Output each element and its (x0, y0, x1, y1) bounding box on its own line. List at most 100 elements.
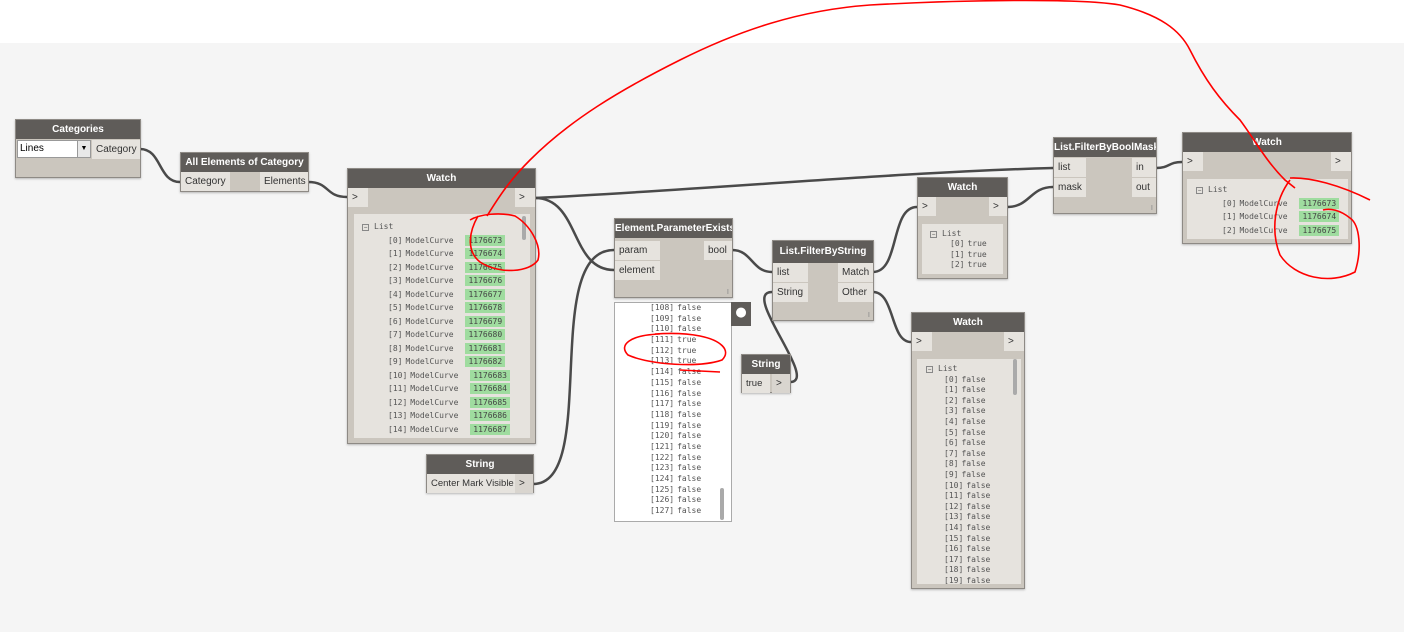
item-value: ModelCurve (405, 235, 454, 245)
output-port-bool[interactable]: bool (704, 241, 732, 260)
element-id-badge: 1176673 (465, 234, 506, 246)
item-value: false (677, 441, 702, 451)
input-port-mask[interactable]: mask (1054, 178, 1086, 197)
item-value: ModelCurve (1239, 212, 1288, 221)
item-value: ModelCurve (405, 343, 454, 353)
watch-node-match[interactable]: Watch > > −List [0]true[1]true[2]true (917, 177, 1008, 279)
collapse-icon[interactable]: − (1196, 187, 1203, 194)
input-port-param[interactable]: param (615, 241, 660, 260)
watch-preview[interactable]: −List [0]true[1]true[2]true (922, 224, 1003, 274)
item-index: [2] (388, 262, 403, 272)
item-value: false (966, 512, 991, 522)
list-item: [2]false (926, 396, 1021, 407)
item-index: [0] (950, 239, 965, 248)
output-port[interactable]: > (515, 474, 533, 493)
collapse-icon[interactable]: − (926, 366, 933, 373)
input-port-string[interactable]: String (773, 283, 808, 302)
item-value: true (967, 249, 987, 259)
resize-handle[interactable]: I (867, 311, 870, 319)
filter-by-bool-mask-node[interactable]: List.FilterByBoolMask list mask in out I (1053, 137, 1157, 214)
item-index: [122] (650, 452, 675, 462)
wire (872, 290, 912, 344)
list-item: [15]false (926, 534, 1021, 545)
list-item: [1]false (926, 385, 1021, 396)
output-port-other[interactable]: Other (838, 283, 873, 302)
item-value: false (677, 409, 702, 419)
element-id-badge: 1176673 (1299, 197, 1340, 209)
categories-node[interactable]: Categories Lines ▼ Category (15, 119, 141, 178)
input-port-list[interactable]: list (1054, 158, 1086, 177)
resize-handle[interactable]: I (1150, 204, 1153, 212)
item-value: false (966, 544, 991, 554)
output-port[interactable]: > (1004, 332, 1024, 351)
output-port[interactable]: > (515, 188, 535, 207)
string-node-true[interactable]: String true > (741, 354, 791, 393)
collapse-icon[interactable]: − (362, 224, 369, 231)
element-id-badge: 1176675 (1299, 224, 1340, 236)
item-index: [17] (944, 554, 964, 564)
list-item: [6]false (926, 438, 1021, 449)
item-index: [1] (1222, 212, 1237, 221)
watch-preview[interactable]: −List [0]false[1]false[2]false[3]false[4… (917, 359, 1021, 584)
item-index: [114] (650, 367, 675, 377)
output-port-category[interactable]: Category (92, 140, 140, 159)
output-port-in[interactable]: in (1132, 158, 1156, 177)
all-elements-of-category-node[interactable]: All Elements of Category Category Elemen… (180, 152, 309, 192)
node-title: Watch (1183, 133, 1351, 152)
input-port[interactable]: > (1183, 152, 1203, 171)
input-port-category[interactable]: Category (181, 172, 230, 191)
node-title: All Elements of Category (181, 153, 308, 172)
item-value: false (677, 324, 702, 334)
input-port[interactable]: > (918, 197, 936, 216)
output-port-elements[interactable]: Elements (260, 172, 308, 191)
input-port-list[interactable]: list (773, 263, 808, 282)
node-title: Watch (918, 178, 1007, 197)
node-title: Categories (16, 120, 140, 139)
node-title: Element.ParameterExists (615, 219, 732, 238)
scrollbar[interactable] (1013, 359, 1017, 395)
list-item: [17]false (926, 555, 1021, 566)
string-input[interactable]: true (742, 374, 770, 393)
item-index: [113] (650, 356, 675, 366)
node-title: String (427, 455, 533, 474)
element-id-badge: 1176687 (470, 423, 510, 435)
scrollbar[interactable] (522, 216, 526, 240)
element-id-badge: 1176675 (465, 261, 506, 273)
item-index: [8] (388, 343, 403, 353)
item-value: false (966, 501, 991, 511)
pin-icon[interactable]: ● (731, 302, 751, 326)
parameter-exists-node[interactable]: Element.ParameterExists param element bo… (614, 218, 733, 298)
filter-by-string-node[interactable]: List.FilterByString list String Match Ot… (772, 240, 874, 321)
string-node-param[interactable]: String Center Mark Visible > (426, 454, 534, 493)
item-value: ModelCurve (1239, 198, 1288, 208)
item-value: false (677, 431, 702, 441)
output-port[interactable]: > (1331, 152, 1351, 171)
resize-handle[interactable]: I (726, 288, 729, 296)
watch-node-other[interactable]: Watch > > −List [0]false[1]false[2]false… (911, 312, 1025, 589)
category-dropdown[interactable]: Lines ▼ (17, 140, 91, 158)
element-id-badge: 1176681 (465, 342, 506, 354)
output-port-out[interactable]: out (1132, 178, 1156, 197)
string-input[interactable]: Center Mark Visible (427, 474, 515, 493)
input-port[interactable]: > (912, 332, 932, 351)
scrollbar[interactable] (720, 488, 724, 520)
collapse-icon[interactable]: − (930, 231, 937, 238)
output-port[interactable]: > (772, 374, 790, 393)
list-item: [7]false (926, 449, 1021, 460)
preview-bubble[interactable]: [108]false[109]false[110]false[111]true[… (614, 302, 732, 522)
input-port[interactable]: > (348, 188, 368, 207)
input-port-element[interactable]: element (615, 261, 660, 280)
item-value: ModelCurve (405, 303, 454, 312)
item-index: [108] (650, 303, 675, 312)
chevron-down-icon[interactable]: ▼ (77, 141, 90, 157)
item-index: [116] (650, 388, 675, 398)
item-value: false (961, 448, 986, 458)
output-port-match[interactable]: Match (838, 263, 873, 282)
output-port[interactable]: > (989, 197, 1007, 216)
